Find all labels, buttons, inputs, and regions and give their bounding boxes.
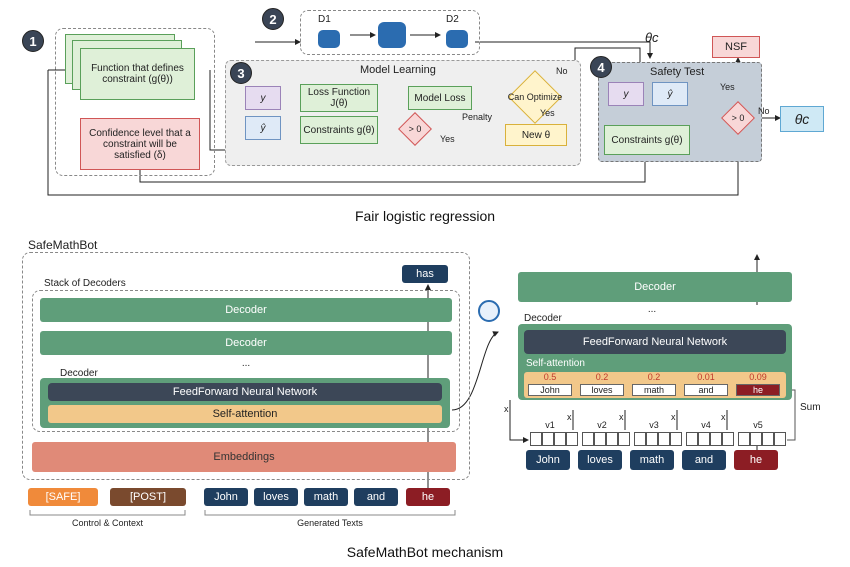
database-d2-icon — [446, 30, 468, 48]
safety-constraints-box: Constraints g(θ) — [604, 125, 690, 155]
right-token-loves: loves — [578, 450, 622, 470]
attention-weight-john: 0.5 — [543, 372, 557, 382]
decoder-label: Decoder — [60, 368, 98, 379]
theta-c-output-box: θc — [780, 106, 824, 132]
model-learning-panel — [225, 60, 581, 166]
sum-label: Sum — [800, 402, 821, 413]
y-box: y — [245, 86, 281, 110]
no-label-safety: No — [758, 106, 770, 116]
right-decoder-block: Decoder — [518, 272, 792, 302]
step-badge-1: 1 — [22, 30, 44, 52]
multiply-mark-1: x — [504, 404, 509, 414]
value-vector-v5 — [738, 432, 786, 446]
y-hat-box: ŷ — [245, 116, 281, 140]
step-badge-4: 4 — [590, 56, 612, 78]
constraints-box: Constraints g(θ) — [300, 116, 378, 144]
right-token-john: John — [526, 450, 570, 470]
yes-label-safety: Yes — [720, 82, 735, 92]
gt0-label: > 0 — [408, 124, 422, 134]
generated-token-loves: loves — [254, 488, 298, 506]
database-icon — [378, 22, 406, 48]
right-ffn-block: FeedForward Neural Network — [524, 330, 786, 354]
safety-y-box: y — [608, 82, 644, 106]
value-label-v2: v2 — [597, 420, 607, 430]
dataset-d1-label: D1 — [318, 14, 331, 25]
generated-token-and: and — [354, 488, 398, 506]
attention-word-john: John — [528, 384, 572, 396]
multiply-mark-5: x — [721, 412, 726, 422]
decoder-ellipsis: ... — [241, 358, 251, 369]
can-optimize-label: Can Optimize — [507, 92, 563, 102]
stack-label: Stack of Decoders — [44, 278, 126, 289]
output-token: has — [402, 265, 448, 283]
generated-token-math: math — [304, 488, 348, 506]
decoder-block-1: Decoder — [40, 298, 452, 322]
safety-y-hat-box: ŷ — [652, 82, 688, 106]
database-d1-icon — [318, 30, 340, 48]
right-token-and: and — [682, 450, 726, 470]
embeddings-block: Embeddings — [32, 442, 456, 472]
multiply-mark-3: x — [619, 412, 624, 422]
dataset-d2-label: D2 — [446, 14, 459, 25]
multiply-mark-4: x — [671, 412, 676, 422]
attention-weight-and: 0.01 — [697, 372, 715, 382]
value-label-v5: v5 — [753, 420, 763, 430]
ffn-block: FeedForward Neural Network — [48, 383, 442, 401]
value-label-v4: v4 — [701, 420, 711, 430]
yes-label-left: Yes — [440, 134, 455, 144]
safemathbot-panel — [22, 252, 470, 480]
model-learning-title: Model Learning — [360, 64, 436, 76]
right-decoder-label: Decoder — [524, 313, 562, 324]
self-attention-block: Self-attention — [48, 405, 442, 423]
generated-token-he: he — [406, 488, 450, 506]
attention-weight-he: 0.09 — [749, 372, 767, 382]
attention-word-math: math — [632, 384, 676, 396]
penalty-label: Penalty — [462, 112, 493, 122]
multiply-mark-2: x — [567, 412, 572, 422]
attention-word-loves: loves — [580, 384, 624, 396]
value-label-v1: v1 — [545, 420, 555, 430]
new-theta-box: New θ — [505, 124, 567, 146]
decoder-stack-panel — [32, 290, 460, 432]
value-vector-v4 — [686, 432, 734, 446]
step1-panel — [55, 28, 215, 176]
no-label-top: No — [556, 66, 568, 76]
value-label-v3: v3 — [649, 420, 659, 430]
generated-token-john: John — [204, 488, 248, 506]
control-context-label: Control & Context — [71, 518, 144, 528]
control-token-post: [POST] — [110, 488, 186, 506]
attention-weight-loves: 0.2 — [595, 372, 609, 382]
confidence-level-box: Confidence level that a constraint will … — [80, 118, 200, 170]
magnifier-icon — [478, 300, 500, 322]
constraint-function-box: Function that defines constraint (g(θ)) — [80, 48, 195, 100]
attention-word-he: he — [736, 384, 780, 396]
value-vector-v3 — [634, 432, 682, 446]
safety-test-title: Safety Test — [650, 66, 705, 78]
attention-weight-math: 0.2 — [647, 372, 661, 382]
theta-c-top-label: θc — [645, 30, 659, 45]
generated-texts-label: Generated Texts — [297, 518, 363, 528]
nsf-box: NSF — [712, 36, 760, 58]
safety-gt0-label: > 0 — [731, 113, 745, 123]
attention-word-and: and — [684, 384, 728, 396]
step2-panel — [300, 10, 480, 55]
right-decoder-ellipsis: ... — [647, 304, 657, 315]
control-token-safe: [SAFE] — [28, 488, 98, 506]
loss-function-box: Loss Function J(θ) — [300, 84, 378, 112]
model-loss-box: Model Loss — [408, 86, 472, 110]
value-vector-v1 — [530, 432, 578, 446]
step-badge-3: 3 — [230, 62, 252, 84]
right-token-math: math — [630, 450, 674, 470]
right-self-attention-label: Self-attention — [526, 358, 585, 369]
safemathbot-title: SafeMathBot — [28, 238, 98, 252]
top-caption: Fair logistic regression — [354, 208, 496, 224]
bottom-caption: SafeMathBot mechanism — [346, 544, 504, 560]
yes-label-mid: Yes — [540, 108, 555, 118]
value-vector-v2 — [582, 432, 630, 446]
decoder-block-2: Decoder — [40, 331, 452, 355]
right-token-he: he — [734, 450, 778, 470]
step-badge-2: 2 — [262, 8, 284, 30]
